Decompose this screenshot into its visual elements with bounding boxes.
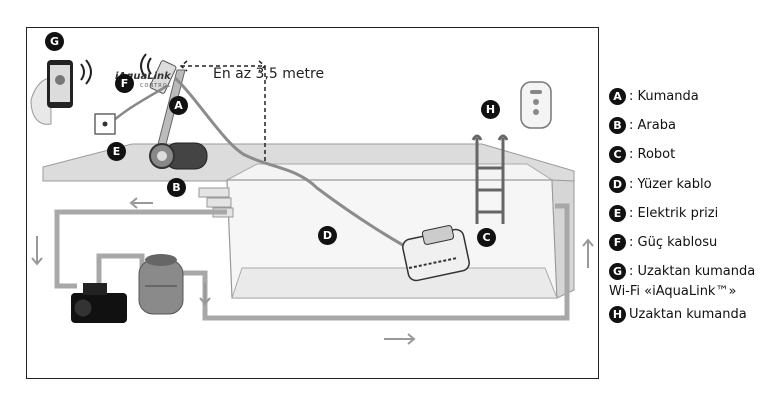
legend-label: Uzaktan kumanda	[629, 307, 747, 323]
legend-label: : Uzaktan kumanda	[629, 264, 756, 280]
legend: A : Kumanda B : Araba C : Robot D : Yüze…	[609, 82, 779, 330]
legend-item-a: A : Kumanda	[609, 82, 779, 111]
legend-item-c: C : Robot	[609, 140, 779, 169]
legend-badge: A	[609, 88, 626, 106]
legend-item-d: D : Yüzer kablo	[609, 170, 779, 199]
marker-e: E	[107, 142, 126, 161]
legend-badge: B	[609, 117, 626, 135]
flow-arrow-down-left	[31, 236, 43, 266]
legend-item-f: F : Güç kablosu	[609, 228, 779, 257]
filter-tank	[138, 254, 184, 315]
legend-label: : Kumanda	[629, 89, 699, 105]
marker-d: D	[318, 226, 337, 245]
caddy-cart	[149, 69, 208, 170]
marker-a: A	[169, 96, 188, 115]
legend-g-continuation: Wi-Fi «iAquaLink™»	[609, 284, 737, 300]
power-cable	[106, 84, 168, 127]
flow-arrow-right	[384, 333, 416, 345]
flow-arrow-up-right	[582, 238, 594, 268]
flow-arrow-down-mid	[199, 283, 211, 306]
legend-label: : Araba	[629, 118, 676, 134]
flow-arrow-left	[129, 197, 153, 209]
pool-ladder	[471, 134, 509, 224]
filter-out-pipe	[177, 270, 208, 280]
phone-signal-icon	[80, 59, 92, 85]
legend-item-h: H Uzaktan kumanda	[609, 300, 779, 329]
pool-floor	[231, 267, 558, 299]
legend-label: : Güç kablosu	[629, 235, 718, 251]
legend-label: : Yüzer kablo	[629, 176, 712, 192]
return-pipe	[54, 209, 227, 289]
electrical-outlet	[94, 113, 116, 135]
brand-subtitle: CONTROL	[140, 83, 172, 89]
legend-badge: H	[609, 306, 626, 324]
pool-step-1	[198, 187, 230, 198]
diagram-frame: iAquaLink CONTROL En az 3,5 metre G F A …	[26, 27, 599, 379]
legend-item-g: G : Uzaktan kumanda	[609, 257, 779, 286]
marker-c: C	[477, 228, 496, 247]
legend-badge: D	[609, 175, 626, 193]
brand-name: iAquaLink	[115, 71, 171, 82]
legend-item-b: B : Araba	[609, 111, 779, 140]
legend-badge: F	[609, 234, 626, 252]
filter-link-pipe	[96, 253, 145, 286]
marker-f: F	[115, 74, 134, 93]
floating-cable	[173, 76, 428, 260]
legend-label: : Elektrik prizi	[629, 205, 719, 221]
distance-indicator	[179, 60, 267, 164]
pool-step-2	[206, 197, 232, 208]
legend-badge: G	[609, 263, 626, 281]
pump	[71, 283, 127, 323]
control-box	[149, 60, 177, 94]
pool-scene	[30, 53, 594, 345]
marker-h: H	[481, 100, 500, 119]
legend-label: : Robot	[629, 147, 676, 163]
marker-b: B	[167, 178, 186, 197]
marker-g: G	[45, 32, 64, 51]
pool-robot	[402, 225, 470, 282]
wifi-signal-icon	[140, 53, 152, 79]
legend-badge: C	[609, 146, 626, 164]
legend-item-e: E : Elektrik prizi	[609, 199, 779, 228]
distance-label: En az 3,5 metre	[213, 66, 325, 82]
remote-control	[520, 81, 552, 129]
smartphone-hand	[30, 60, 73, 125]
legend-badge: E	[609, 204, 626, 222]
